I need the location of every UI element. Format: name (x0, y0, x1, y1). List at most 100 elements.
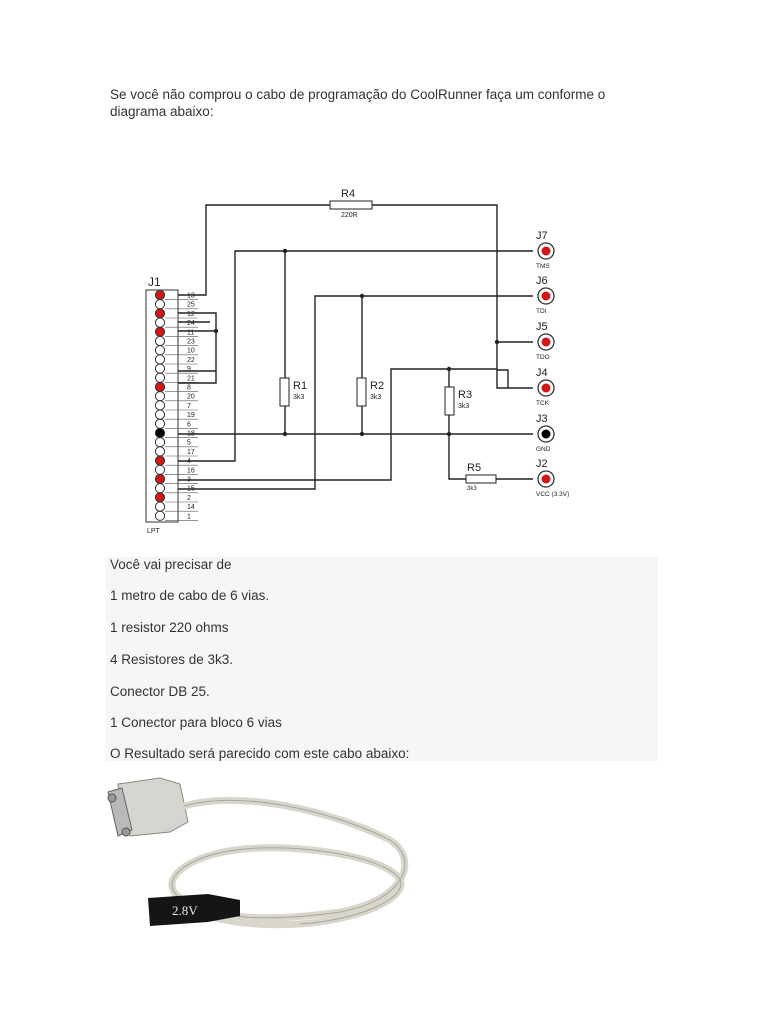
schematic-diagram: J1 LPT 132512241123102292182071961851741… (145, 188, 569, 535)
jack-id: J6 (536, 275, 548, 287)
cable-photo: 2.8V (107, 777, 409, 929)
wire-tms (178, 250, 533, 462)
pin-9 (154, 363, 166, 374)
result-line: O Resultado será parecido com este cabo … (110, 746, 410, 761)
r4-value: 220R (341, 212, 358, 219)
material-item: Conector DB 25. (110, 684, 210, 699)
heat-shrink-sleeve (148, 894, 240, 926)
material-item: 1 Conector para bloco 6 vias (110, 715, 282, 730)
thumb-screw (107, 793, 117, 803)
r2-label: R2 (370, 380, 384, 392)
r2-value: 3k3 (370, 394, 381, 401)
pin-number: 5 (187, 440, 191, 447)
pin-10 (154, 345, 166, 356)
jack-signal: TDI (536, 308, 547, 315)
jack-id: J5 (536, 321, 548, 333)
sleeve-label: 2.8V (172, 903, 198, 918)
pin-25 (154, 299, 166, 310)
r3-value: 3k3 (458, 403, 469, 410)
pin-number: 14 (187, 504, 195, 511)
pin-16 (154, 464, 166, 475)
jack-id: J3 (536, 413, 548, 425)
pin-24 (154, 317, 166, 328)
db25-shell (145, 289, 179, 523)
wire-r5 (448, 434, 533, 480)
pin-23 (154, 335, 166, 347)
pin-number: 19 (187, 412, 195, 419)
jack-id: J2 (536, 458, 548, 470)
junction-dot (359, 431, 365, 437)
pin-number: 8 (187, 385, 191, 392)
pin-number: 12 (187, 311, 195, 318)
pin-number: 21 (187, 375, 195, 382)
materials-heading: Você vai precisar de (110, 557, 232, 572)
jack-center (541, 291, 551, 301)
pin-number: 20 (187, 394, 195, 401)
pin-21 (154, 372, 166, 383)
material-item: 1 metro de cabo de 6 vias. (110, 588, 270, 603)
pin-18 (154, 427, 166, 439)
pin-number: 23 (187, 339, 195, 346)
wire-pin-bus (178, 312, 217, 384)
jack-id: J4 (536, 367, 548, 379)
wire-tck (497, 369, 509, 388)
pin-17 (154, 446, 166, 457)
pin-number: 10 (187, 348, 195, 355)
jack-signal: TDO (536, 354, 550, 361)
r5-value: 3k3 (467, 486, 477, 492)
pin-4 (154, 455, 166, 466)
pin-number: 24 (187, 320, 195, 327)
pin-8 (154, 381, 166, 393)
pin-1 (154, 510, 166, 521)
resistor-r2 (356, 377, 367, 407)
jack-center (541, 474, 551, 484)
pin-11 (154, 326, 166, 337)
materials-section: Você vai precisar de 1 metro de cabo de … (106, 557, 658, 761)
jack-center (541, 429, 551, 439)
wire-r4 (178, 204, 533, 389)
intro-paragraph: Se você não comprou o cabo de programaçã… (110, 87, 606, 119)
material-item: 1 resistor 220 ohms (110, 620, 229, 635)
junction-dot (282, 431, 288, 437)
pin-number: 13 (187, 293, 195, 300)
pin-number: 7 (187, 403, 191, 410)
junction-dot (213, 328, 219, 334)
jack-signal: VCC (3.3V) (536, 491, 569, 498)
resistor-r1 (279, 377, 290, 407)
wire-tdi (178, 295, 533, 490)
r1-value: 3k3 (293, 394, 304, 401)
pin-5 (154, 437, 166, 448)
jack-signal: TCK (536, 400, 550, 407)
pin-12 (154, 308, 166, 319)
jack-center (541, 383, 551, 393)
j1-label: J1 (148, 275, 161, 289)
pin-3 (154, 473, 166, 485)
pin-15 (154, 483, 166, 494)
junction-dot (494, 339, 500, 345)
pin-2 (154, 492, 166, 503)
pin-number: 16 (187, 467, 195, 474)
jack-center (541, 246, 551, 256)
pin-number: 25 (187, 302, 195, 309)
r3-label: R3 (458, 389, 472, 401)
jack-center (541, 337, 551, 347)
pin-number: 22 (187, 357, 195, 364)
r1-label: R1 (293, 380, 307, 392)
pin-7 (154, 400, 166, 411)
pin-6 (154, 418, 166, 429)
r5-label: R5 (467, 462, 481, 474)
pin-number: 11 (187, 329, 194, 336)
wire-pin3 (178, 368, 497, 481)
pin-13 (154, 289, 166, 301)
pin-number: 17 (187, 449, 195, 456)
pin-number: 1 (187, 513, 191, 520)
pin-number: 9 (187, 366, 191, 373)
pin-19 (154, 409, 166, 420)
jack-id: J7 (536, 230, 548, 242)
pin-number: 6 (187, 421, 191, 428)
material-item: 4 Resistores de 3k3. (110, 652, 234, 667)
lpt-label: LPT (147, 528, 161, 535)
jack-signal: TMS (536, 263, 550, 270)
jack-signal: GND (536, 446, 551, 453)
